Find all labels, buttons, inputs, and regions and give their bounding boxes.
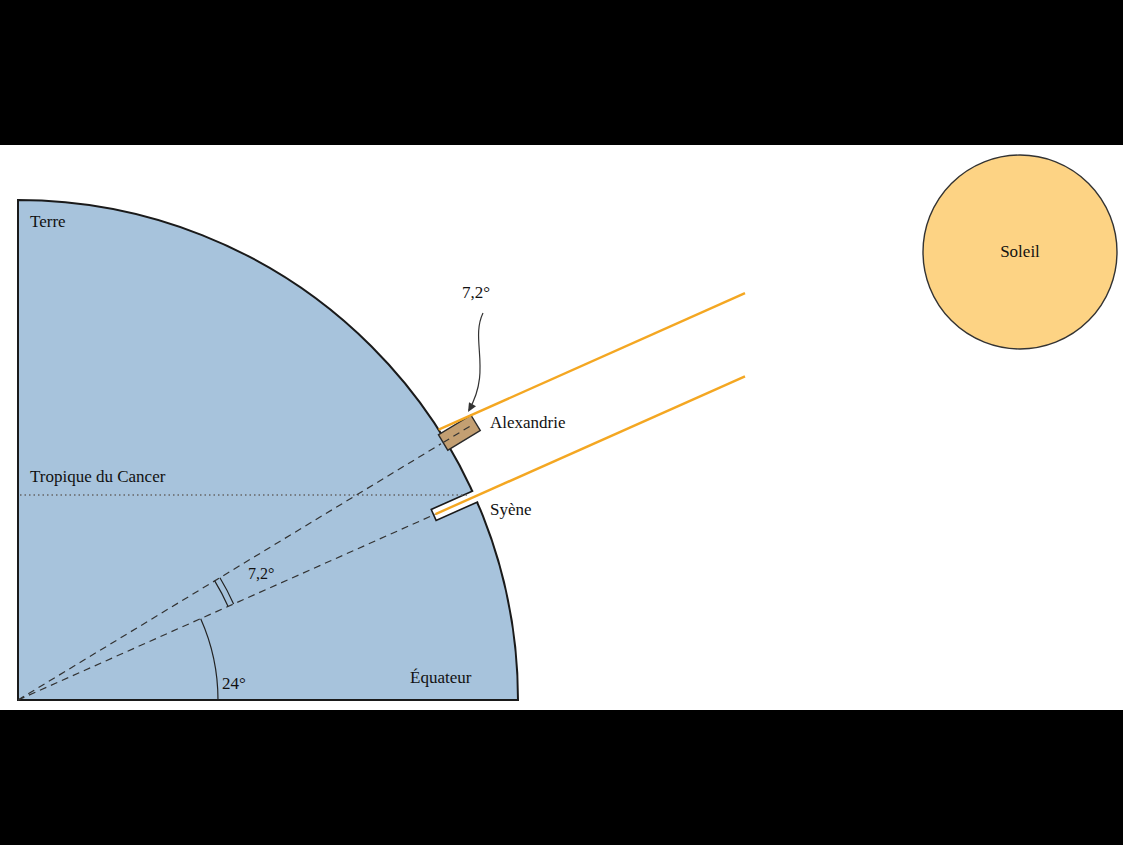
- tropic-label: Tropique du Cancer: [30, 467, 165, 487]
- top-bar: [0, 0, 1123, 145]
- angle-label: 24°: [222, 674, 246, 694]
- city-label: Syène: [490, 500, 532, 520]
- angle-label: 7,2°: [248, 564, 274, 584]
- callout-angle: 7,2°: [462, 283, 490, 303]
- sun-circle: Soleil: [922, 154, 1118, 350]
- node-label: Soleil: [1000, 242, 1040, 262]
- earth-quarter: Terre: [18, 200, 518, 700]
- equator-label: Équateur: [410, 668, 471, 688]
- earth-quarter-shape: [18, 200, 518, 700]
- bottom-bar: [0, 710, 1123, 845]
- node-label: Terre: [30, 212, 66, 232]
- city-label: Alexandrie: [490, 413, 566, 433]
